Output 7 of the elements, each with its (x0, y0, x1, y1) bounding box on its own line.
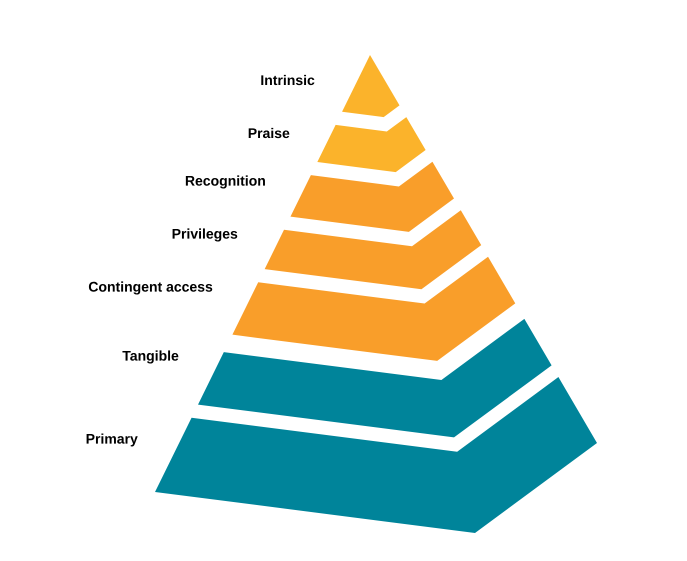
layer-label: Intrinsic (261, 74, 314, 86)
layer-label: Primary (86, 433, 138, 447)
layer-label: Privileges (172, 228, 238, 242)
layer-label: Contingent access (88, 281, 212, 295)
layer-label: Praise (248, 128, 290, 138)
layer-label: Recognition (186, 175, 265, 189)
layer-label: Tangible (122, 350, 178, 364)
